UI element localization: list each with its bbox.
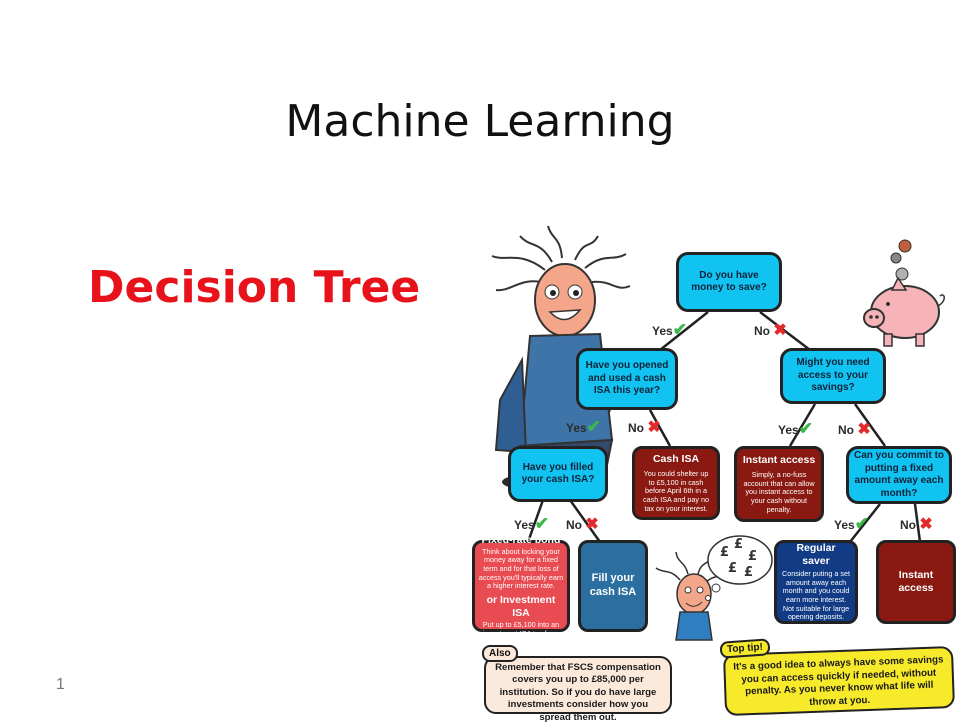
question-text: Do you have money to save? bbox=[691, 269, 767, 294]
result-description: Think about locking your money away for … bbox=[478, 546, 564, 591]
yes-label: Yes✔ bbox=[514, 514, 549, 533]
result-instant-access: Instant access Simply, a no-fuss account… bbox=[734, 446, 824, 522]
slide-title: Machine Learning bbox=[285, 96, 675, 147]
question-fixed-amount: Can you commit to putting a fixed amount… bbox=[846, 446, 952, 504]
result-instant-access-2: Instant access bbox=[876, 540, 956, 624]
slide-subtitle: Decision Tree bbox=[88, 262, 421, 313]
result-description: Consider puting a set amount away each m… bbox=[782, 569, 850, 622]
result-alt-title: or Investment ISA bbox=[486, 593, 556, 620]
question-text: Can you commit to putting a fixed amount… bbox=[854, 450, 945, 499]
svg-text:£: £ bbox=[734, 537, 743, 552]
no-label: No ✖ bbox=[754, 322, 787, 339]
svg-text:£: £ bbox=[720, 545, 729, 560]
top-tip-note: It's a good idea to always have some sav… bbox=[722, 646, 956, 716]
piggy-bank-icon bbox=[863, 239, 945, 347]
question-cash-isa-used: Have you opened and used a cash ISA this… bbox=[576, 348, 678, 410]
yes-label: Yes✔ bbox=[566, 417, 601, 436]
svg-text:£: £ bbox=[728, 561, 737, 576]
small-character-icon: £££ ££ bbox=[655, 535, 773, 641]
question-filled-cash-isa: Have you filled your cash ISA? bbox=[508, 446, 608, 502]
svg-text:£: £ bbox=[748, 549, 757, 564]
result-fill-cash-isa: Fill your cash ISA bbox=[578, 540, 648, 632]
result-title: Instant access bbox=[742, 453, 816, 466]
result-description: Simply, a no-fuss account that can allow… bbox=[743, 469, 815, 514]
question-text: Might you need access to your savings? bbox=[796, 357, 870, 394]
top-tip-text: It's a good idea to always have some sav… bbox=[733, 654, 944, 709]
svg-text:£: £ bbox=[744, 565, 753, 580]
result-title: Fixed-rate bond bbox=[481, 533, 561, 546]
result-title: Regular saver bbox=[796, 541, 836, 568]
result-fixed-rate-bond: Fixed-rate bond Think about locking your… bbox=[472, 534, 570, 638]
also-tag: Also bbox=[482, 645, 518, 662]
no-label: No ✖ bbox=[566, 516, 599, 533]
result-regular-saver: Regular saver Consider puting a set amou… bbox=[774, 540, 858, 624]
no-label: No ✖ bbox=[900, 516, 933, 533]
no-label: No ✖ bbox=[628, 419, 661, 436]
question-need-access: Might you need access to your savings? bbox=[780, 348, 886, 404]
question-money-to-save: Do you have money to save? bbox=[676, 252, 782, 312]
also-note-text: Remember that FSCS compensation covers y… bbox=[495, 662, 661, 723]
question-text: Have you opened and used a cash ISA this… bbox=[585, 360, 669, 397]
result-title: Instant access bbox=[898, 568, 934, 594]
also-note: Remember that FSCS compensation covers y… bbox=[484, 656, 672, 723]
page-number: 1 bbox=[56, 676, 65, 693]
question-text: Have you filled your cash ISA? bbox=[521, 461, 595, 486]
yes-label: Yes✔ bbox=[652, 320, 687, 339]
yes-label: Yes✔ bbox=[778, 419, 813, 438]
result-cash-isa: Cash ISA You could shelter up to £5,100 … bbox=[632, 446, 720, 520]
result-description: You could shelter up to £5,100 in cash b… bbox=[643, 468, 709, 513]
result-title: Fill your cash ISA bbox=[589, 572, 637, 598]
result-title: Cash ISA bbox=[652, 452, 700, 465]
top-tip-tag: Top tip! bbox=[719, 638, 771, 659]
no-label: No ✖ bbox=[838, 421, 871, 438]
result-alt-description: Put up to £5,100 into an investment ISA … bbox=[482, 620, 560, 638]
yes-label: Yes✔ bbox=[834, 514, 869, 533]
